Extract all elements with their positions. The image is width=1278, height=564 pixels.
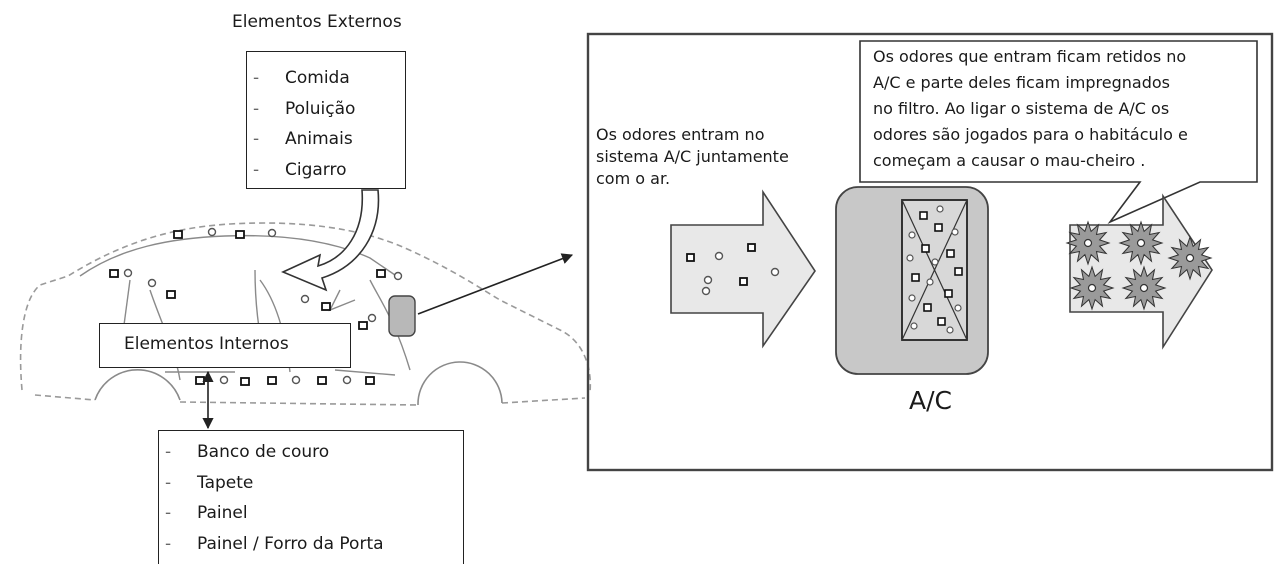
internal-title-box: Elementos Internos: [99, 323, 351, 368]
rear-wheel-arch: [94, 368, 181, 401]
car-ac-unit: [388, 295, 416, 337]
zoom-arrow: [417, 253, 574, 315]
list-item: Tapete: [159, 468, 463, 499]
internal-list: Banco de couro Tapete Painel Painel / Fo…: [159, 437, 463, 559]
odor-burst-core: [1083, 238, 1093, 248]
retained-line: Os odores que entram ficam retidos no: [873, 47, 1187, 66]
list-item: Painel: [159, 498, 463, 529]
ac-label: A/C: [909, 386, 952, 415]
list-item: Banco de couro: [159, 437, 463, 468]
inlet-odor-particles: [686, 243, 780, 296]
entry-caption: Os odores entram no sistema A/C juntamen…: [596, 124, 789, 190]
retained-line: odores são jogados para o habitáculo e: [873, 125, 1188, 144]
callout-bubble: [859, 40, 1258, 224]
odor-burst-core: [1136, 238, 1146, 248]
list-item: Painel / Forro da Porta: [159, 529, 463, 560]
car-outline: [19, 222, 592, 406]
detail-panel: [586, 32, 1274, 472]
external-list-box: Comida Poluição Animais Cigarro: [246, 51, 406, 189]
external-title: Elementos Externos: [232, 12, 402, 32]
odor-burst-core: [1087, 283, 1097, 293]
filter-odor-particles: [906, 205, 963, 334]
retained-line: A/C e parte deles ficam impregnados: [873, 73, 1170, 92]
list-item: Cigarro: [247, 155, 405, 186]
air-inlet-arrow: [670, 189, 816, 349]
external-entry-arrow: [281, 189, 380, 292]
internal-list-box: Banco de couro Tapete Painel Painel / Fo…: [158, 430, 464, 564]
odor-burst-core: [1139, 283, 1149, 293]
odor-bursts: [1065, 220, 1213, 311]
retained-line: no filtro. Ao ligar o sistema de A/C os: [873, 99, 1170, 118]
retained-line: começam a causar o mau-cheiro .: [873, 151, 1146, 170]
list-item: Animais: [247, 124, 405, 155]
internal-title: Elementos Internos: [124, 334, 289, 354]
retained-caption: Os odores que entram ficam retidos no A/…: [873, 44, 1188, 174]
entry-line: sistema A/C juntamente: [596, 147, 789, 166]
external-list: Comida Poluição Animais Cigarro: [247, 63, 405, 185]
list-item: Comida: [247, 63, 405, 94]
car-odor-particles: [109, 227, 403, 386]
front-wheel-arch: [417, 361, 503, 406]
list-item: Poluição: [247, 94, 405, 125]
entry-line: Os odores entram no: [596, 125, 765, 144]
entry-line: com o ar.: [596, 169, 671, 188]
odor-burst-core: [1185, 253, 1195, 263]
